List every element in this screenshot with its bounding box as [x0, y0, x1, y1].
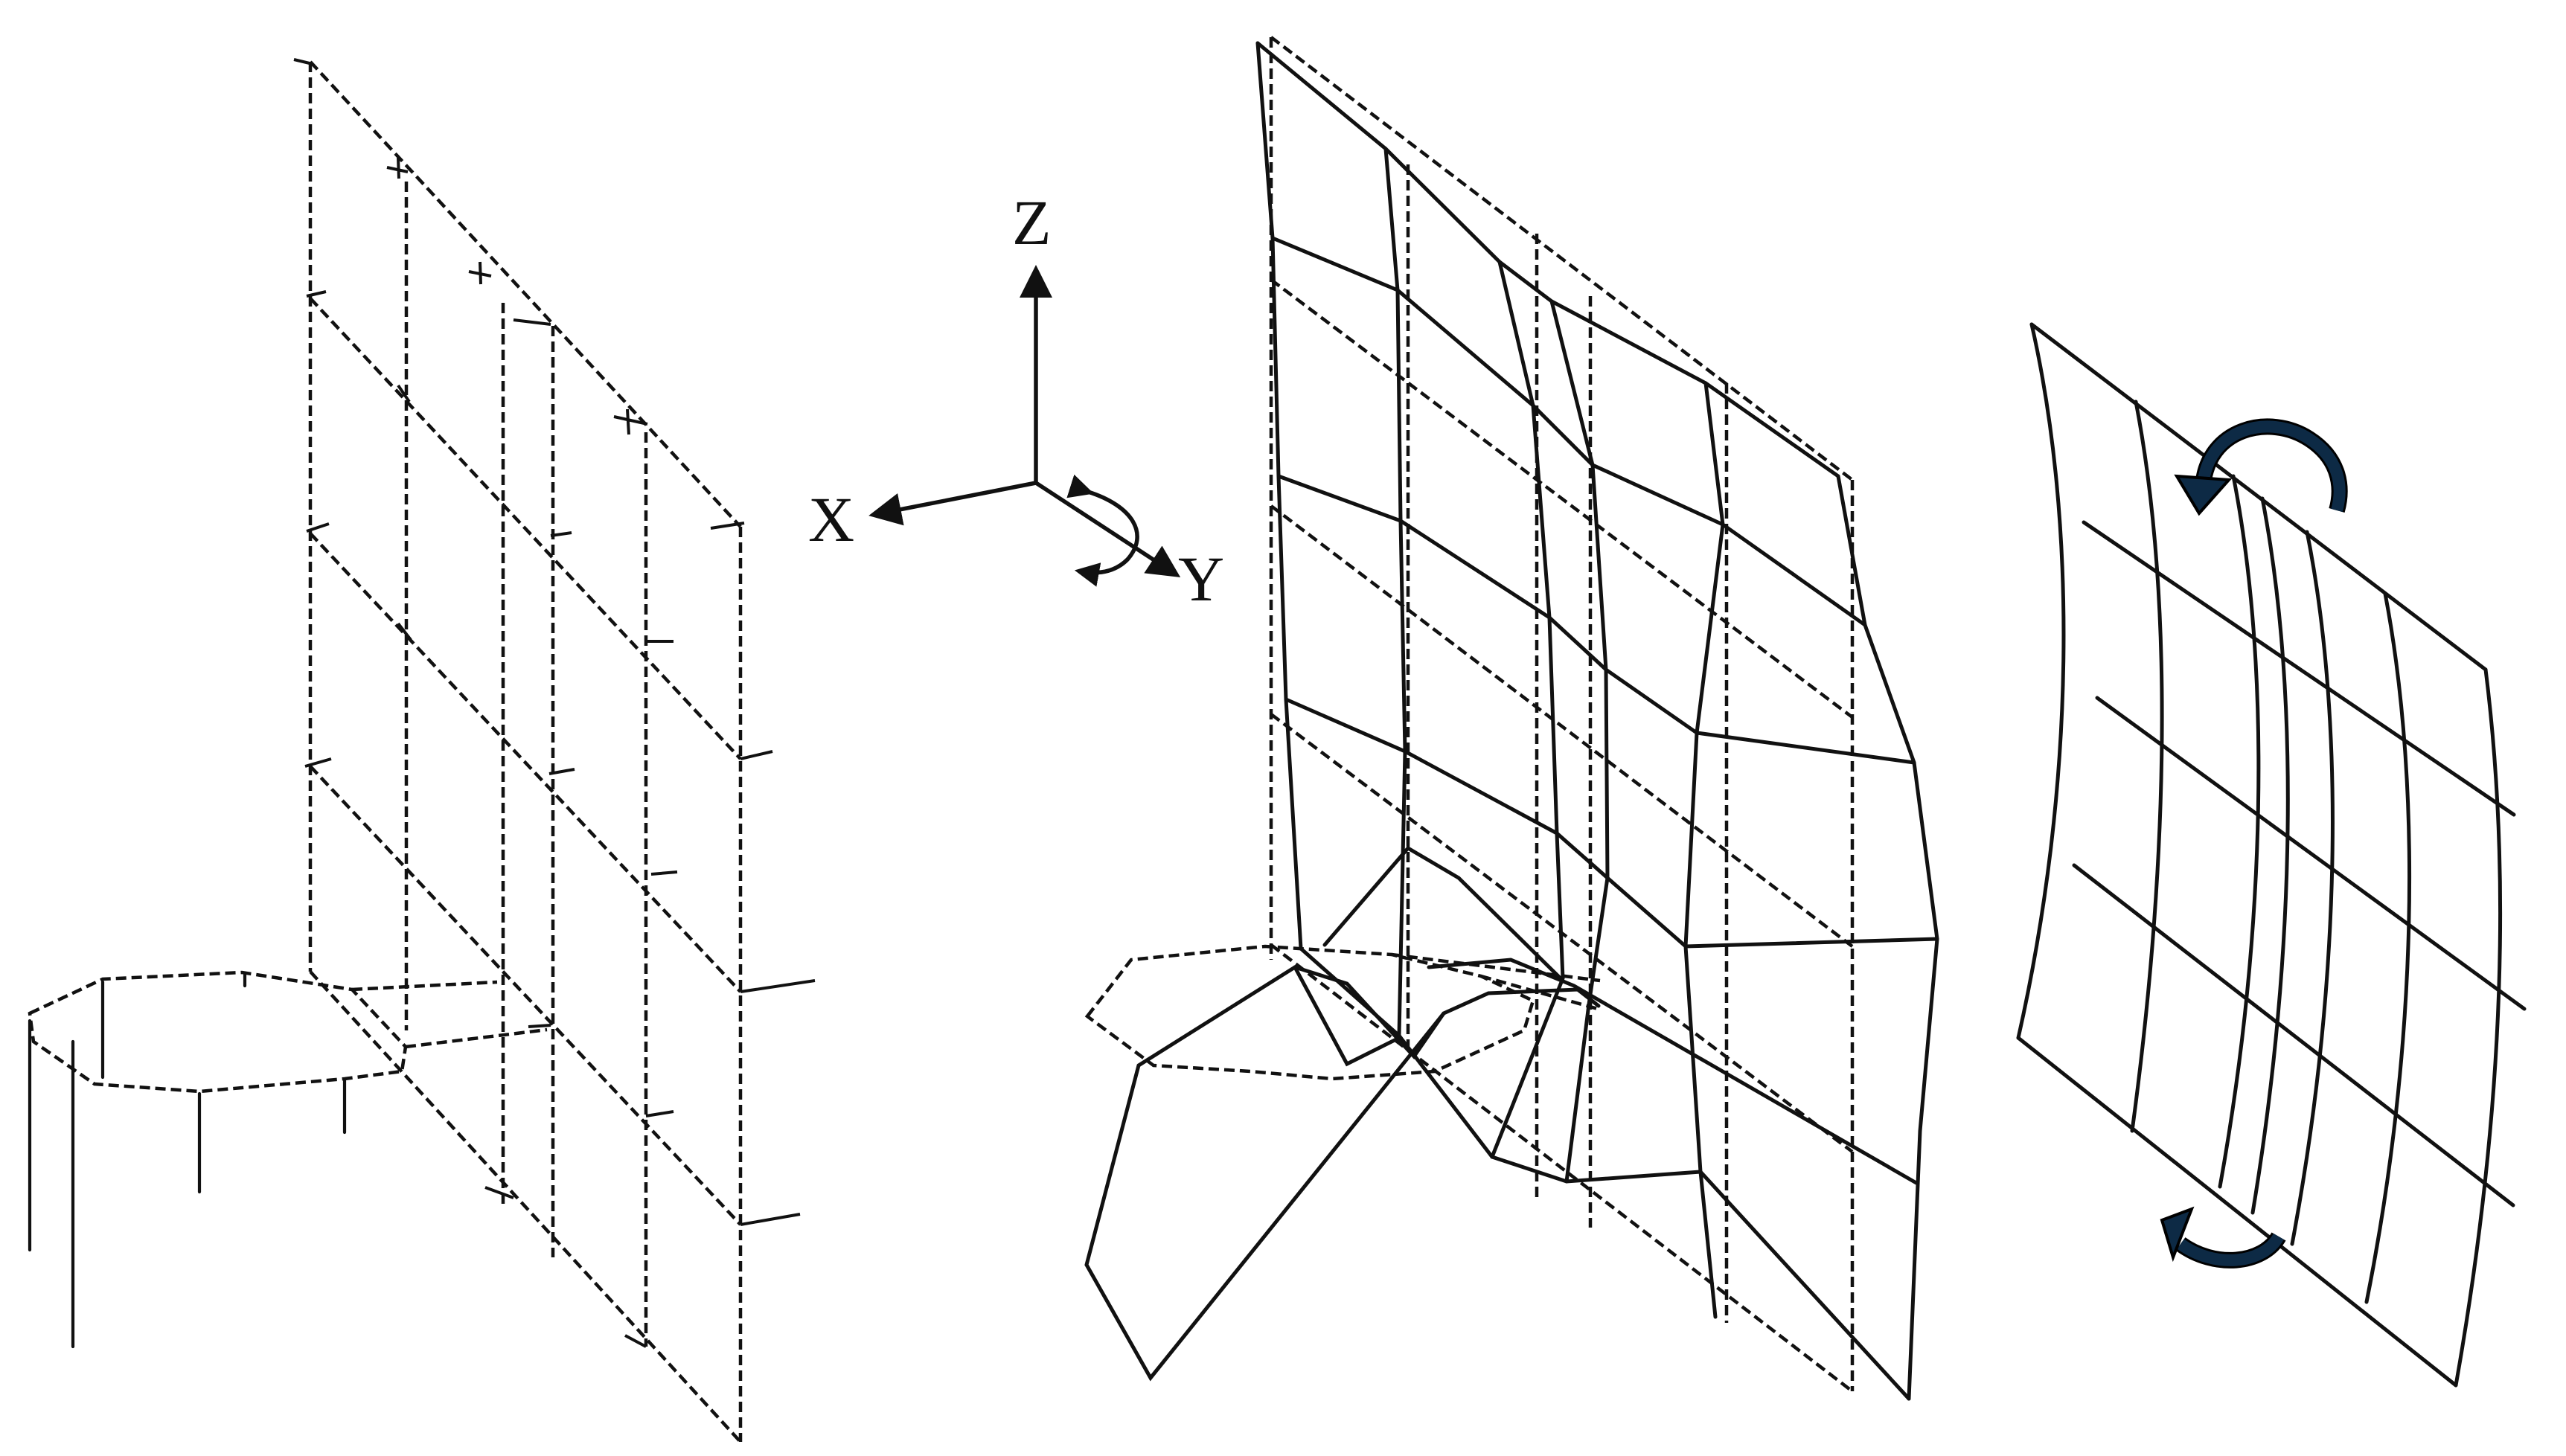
curved-surface-grid — [2016, 322, 2527, 1388]
reference-dashed-grid — [1269, 36, 1855, 1393]
undeformed-plate-grid — [308, 60, 743, 1443]
deformed-base — [1084, 965, 1601, 1382]
axes-triad: Z X Y — [808, 187, 1224, 615]
x-axis — [868, 481, 1037, 526]
y-axis-label: Y — [1178, 543, 1224, 615]
y-rotation-icon — [1066, 474, 1139, 587]
surface-top-rotation-icon — [2174, 418, 2348, 516]
undeformed-octagon-base — [28, 970, 548, 1094]
undeformed-structure — [28, 58, 816, 1443]
curved-surface — [2016, 322, 2527, 1388]
deformed-structure — [1084, 36, 1939, 1401]
reference-dashed-octagon — [1084, 944, 1601, 1081]
undeformed-column-lines — [28, 972, 347, 1349]
deformed-plate-grid — [1255, 41, 1939, 1401]
y-axis — [1034, 481, 1181, 578]
z-axis-label: Z — [1012, 187, 1052, 258]
x-axis-label: X — [808, 484, 854, 555]
surface-bottom-rotation-icon — [2160, 1206, 2286, 1269]
undeformed-node-ticks — [293, 58, 816, 1348]
